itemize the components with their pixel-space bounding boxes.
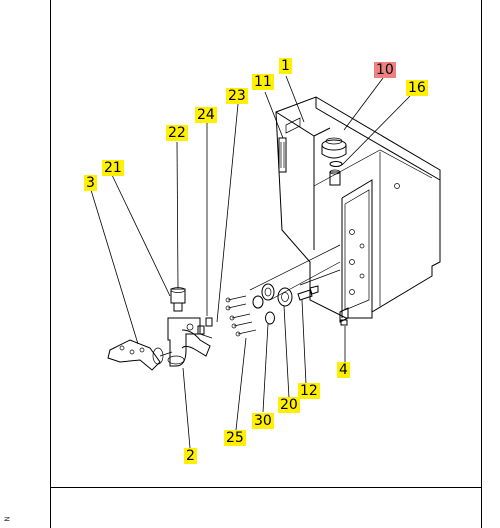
filler-cap — [321, 137, 347, 159]
callout-21[interactable]: 21 — [102, 160, 124, 176]
callout-16[interactable]: 16 — [406, 80, 428, 96]
o-ring — [329, 161, 343, 167]
hose-elbow — [107, 339, 173, 371]
pipe-fitting-assembly — [167, 287, 213, 367]
callout-11[interactable]: 11 — [252, 74, 274, 90]
callout-3[interactable]: 3 — [84, 175, 97, 191]
callout-24[interactable]: 24 — [195, 107, 217, 123]
right-frame-border — [481, 0, 482, 528]
callout-10[interactable]: 10 — [374, 62, 396, 78]
callout-20[interactable]: 20 — [278, 397, 300, 413]
suction-flange-assembly — [225, 283, 319, 337]
callout-23[interactable]: 23 — [226, 88, 248, 104]
sight-gauge — [278, 137, 287, 173]
callout-12[interactable]: 12 — [298, 383, 320, 399]
callout-4[interactable]: 4 — [337, 362, 350, 378]
leader-lines — [90, 75, 411, 449]
callout-2[interactable]: 2 — [184, 448, 197, 464]
callout-30[interactable]: 30 — [252, 413, 274, 429]
callout-25[interactable]: 25 — [224, 430, 246, 446]
left-frame-border — [50, 0, 51, 528]
bottom-frame-border — [50, 487, 482, 488]
callout-22[interactable]: 22 — [166, 125, 188, 141]
drain-plug — [339, 307, 349, 326]
filler-neck — [329, 169, 341, 186]
callout-1[interactable]: 1 — [279, 58, 292, 74]
